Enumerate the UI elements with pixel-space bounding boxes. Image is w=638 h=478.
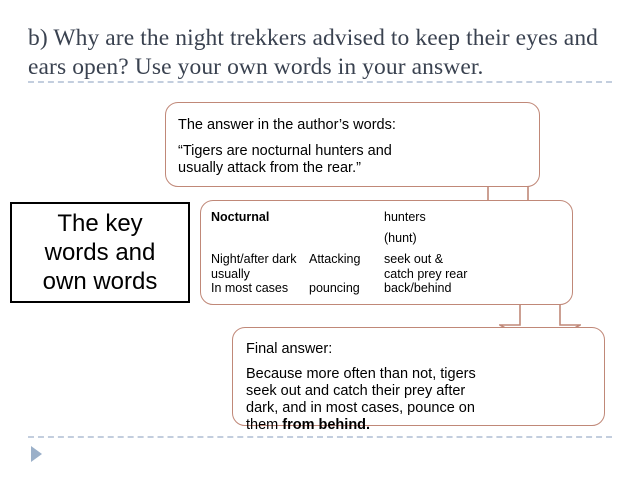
final-answer-line-3: dark, and in most cases, pounce on: [246, 400, 475, 416]
cell-r3c3: seek out & catch prey rear: [384, 252, 524, 281]
cell-r2c3: (hunt): [384, 231, 417, 245]
cell-r4c2: pouncing: [309, 281, 360, 295]
cell-r3c1-line-1: Night/after dark: [211, 252, 297, 266]
spacer: [178, 134, 539, 143]
final-answer-line-1: Because more often than not, tigers: [246, 366, 476, 382]
page-title: b) Why are the night trekkers advised to…: [28, 25, 599, 80]
table-row: In most cases pouncing back/behind: [211, 281, 524, 299]
next-slide-triangle-icon[interactable]: [31, 446, 42, 462]
author-quote-line-2: usually attack from the rear.”: [178, 160, 361, 176]
final-answer-line-2: seek out and catch their prey after: [246, 383, 466, 399]
table-row: Nocturnal hunters: [211, 210, 524, 231]
final-answer-emphasis: from behind.: [282, 417, 371, 433]
final-answer-lead: Final answer:: [246, 341, 333, 357]
author-words-callout: The answer in the author’s words: “Tiger…: [165, 102, 540, 187]
cell-r3c3-line-1: seek out &: [384, 252, 444, 266]
final-answer-line-4-plain: them: [246, 417, 283, 433]
cell-r3c1-line-2: usually: [211, 266, 250, 281]
author-quote-line-1: “Tigers are nocturnal hunters and: [178, 143, 392, 159]
word-mapping-table: Nocturnal hunters (hunt) Night/after dar…: [211, 210, 524, 299]
final-answer-line-4: them from behind.: [246, 417, 604, 434]
cell-r2c2: [309, 231, 384, 252]
author-words-lead: The answer in the author’s words:: [178, 117, 396, 133]
key-words-line-2: words and: [44, 239, 156, 266]
title-divider: [28, 81, 612, 83]
cell-r3c1: Night/after dark usually: [211, 252, 309, 281]
table-row: (hunt): [211, 231, 524, 252]
cell-r4c3: back/behind: [384, 281, 452, 295]
table-row: Night/after dark usually Attacking seek …: [211, 252, 524, 281]
key-words-box: The key words and own words: [10, 202, 190, 303]
cell-r4c1: In most cases: [211, 281, 289, 295]
cell-r3c2: Attacking: [309, 252, 361, 266]
key-words-text: The key words and own words: [43, 209, 158, 296]
word-mapping-callout: Nocturnal hunters (hunt) Night/after dar…: [200, 200, 573, 305]
cell-r2c1: [211, 231, 309, 252]
key-words-line-3: own words: [42, 268, 158, 295]
cell-r3c3-line-2: catch prey rear: [384, 266, 468, 281]
cell-r1c1: Nocturnal: [211, 210, 270, 224]
key-words-line-1: The key: [57, 210, 143, 237]
final-answer-callout: Final answer: Because more often than no…: [232, 327, 605, 433]
footer-divider: [28, 436, 612, 438]
spacer: [246, 358, 604, 366]
cell-r1c3: hunters: [384, 210, 426, 224]
cell-r1c2: [309, 210, 384, 231]
